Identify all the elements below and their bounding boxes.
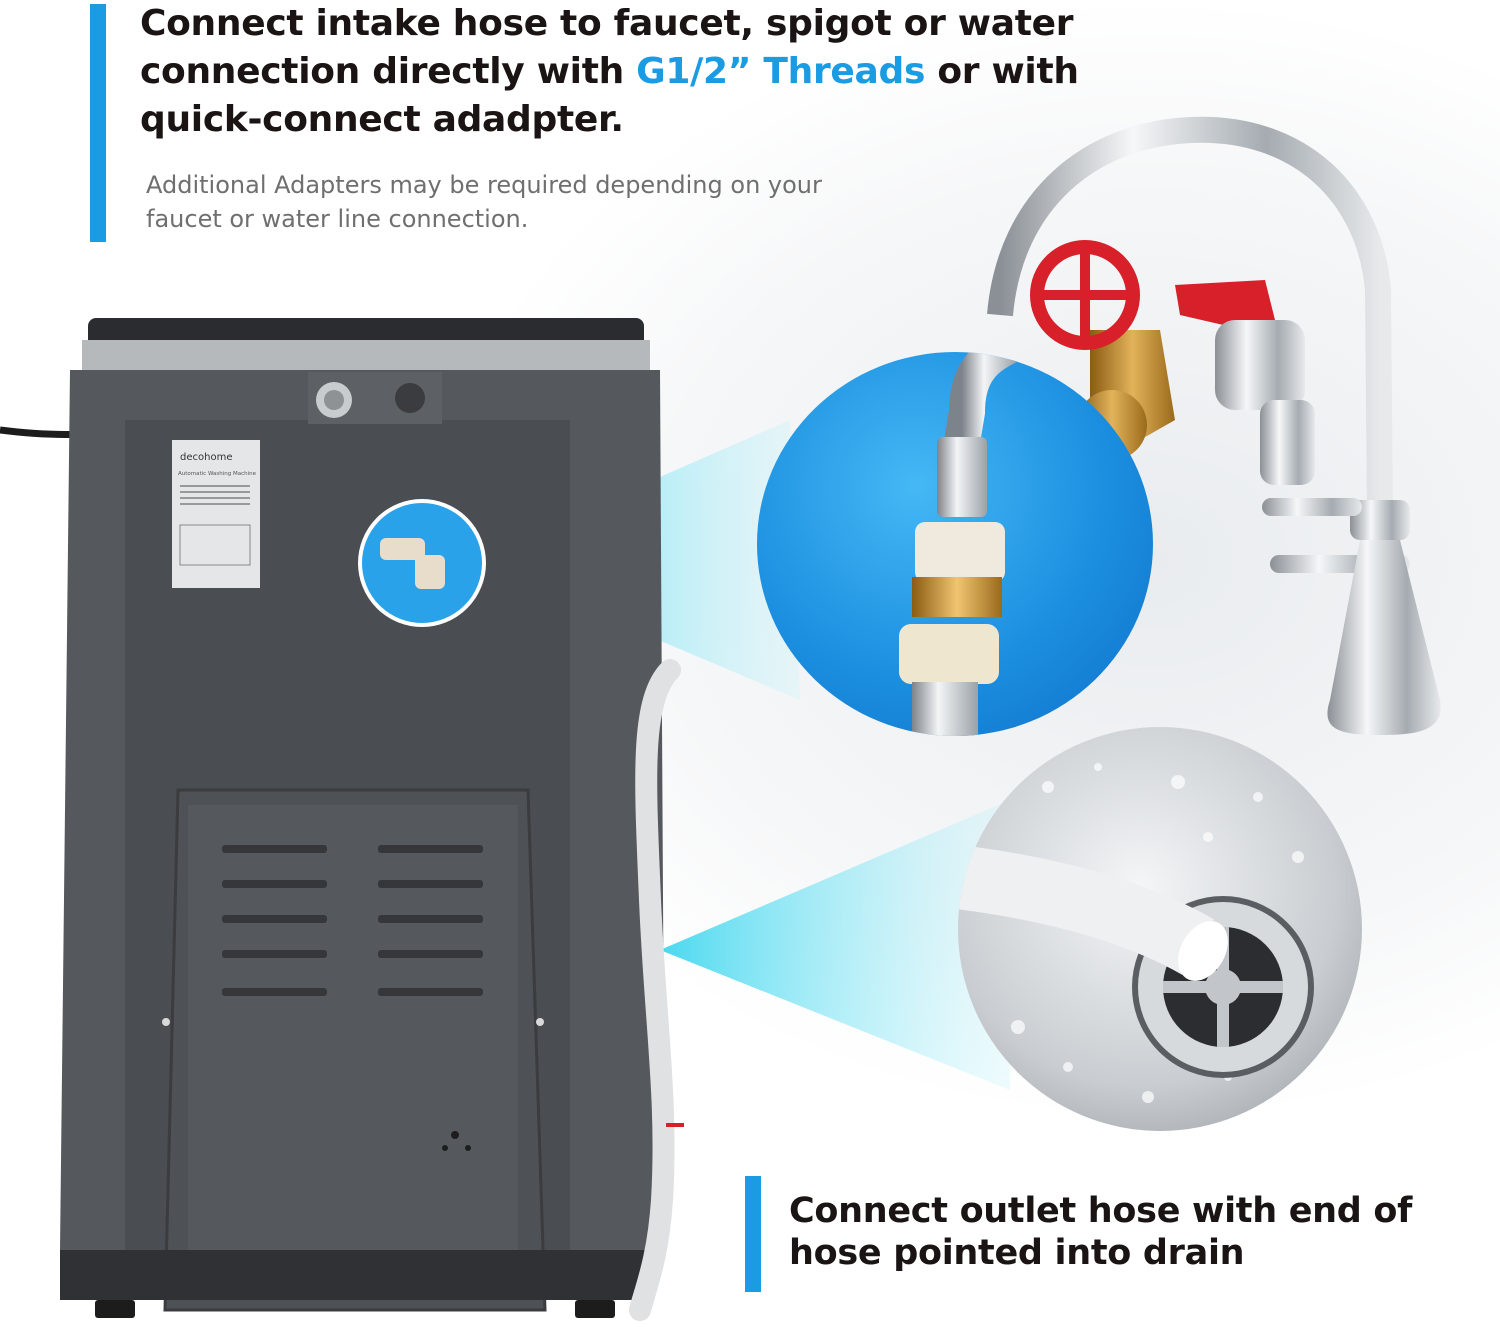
drain-callout	[958, 727, 1362, 1131]
headline: Connect intake hose to faucet, spigot or…	[140, 3, 1079, 140]
white-coupler	[915, 522, 1005, 582]
outlet-hose	[629, 659, 681, 1321]
drain-hose-end	[958, 845, 1214, 975]
braided-hose	[912, 682, 978, 736]
faucet-handle-upper	[1262, 498, 1362, 516]
accent-bar-bottom	[745, 1176, 761, 1292]
quick-connect	[937, 437, 987, 517]
washer-label-title: Automatic Washing Machine	[178, 471, 257, 477]
outlet-caption: Connect outlet hose with end of hose poi…	[789, 1191, 1413, 1273]
faucet-spout	[987, 116, 1393, 521]
intake-adapter-callout	[757, 352, 1153, 736]
washer-brand: decohome	[180, 452, 232, 463]
subtext: Additional Adapters may be required depe…	[146, 171, 822, 233]
brass-thread	[912, 577, 1002, 617]
white-nut	[899, 624, 999, 684]
red-lever-valve	[1175, 280, 1275, 330]
hose-pipe	[944, 352, 1026, 445]
red-valve-wheel	[1030, 240, 1140, 350]
faucet-body	[1327, 540, 1441, 735]
threads-highlight: G1/2” Threads	[636, 51, 926, 92]
washer-illustration: decohome Automatic Washing Machine	[0, 318, 684, 1321]
accent-bar-top	[90, 4, 106, 242]
beam-outlet	[660, 800, 1010, 1090]
